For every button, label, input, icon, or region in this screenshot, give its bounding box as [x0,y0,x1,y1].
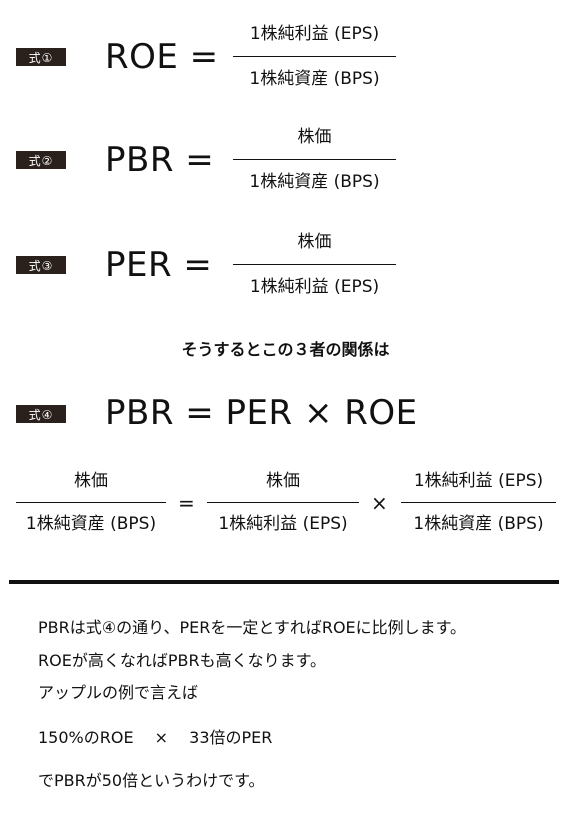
formula-4-frac2-numerator: 株価 [266,471,300,491]
formula-1-lhs: ROE = [105,37,219,77]
fraction-bar [207,502,359,503]
explanation-line-2: ROEが高くなればPBRも高くなります。 [38,651,326,670]
formula-2-denominator: 1株純資産 (BPS) [249,172,380,192]
fraction-bar [16,502,166,503]
example-conclusion: でPBRが50倍というわけです。 [38,771,265,790]
formula-4-fraction-1: 株価 1株純資産 (BPS) [16,470,166,535]
formula-4-expression: PBR = PER × ROE [105,393,418,433]
formula-3-fraction: 株価 1株純利益 (EPS) [233,231,396,298]
equals-sign: = [178,491,195,515]
formula-4-badge: 式④ [16,405,66,423]
fraction-bar [233,159,396,160]
multiply-sign: × [371,491,388,515]
formula-4-frac2-denominator: 1株純利益 (EPS) [218,514,348,534]
formula-4-frac1-denominator: 1株純資産 (BPS) [25,514,157,534]
fraction-bar [233,56,396,57]
example-calculation: 150%のROE × 33倍のPER [38,728,273,747]
formula-2-numerator: 株価 [297,127,332,147]
section-divider [9,580,559,584]
formula-1-badge: 式① [16,48,66,66]
formula-3-lhs: PER = [105,245,213,285]
explanation-line-3: アップルの例で言えば [38,683,199,702]
formula-1-numerator: 1株純利益 (EPS) [249,24,380,44]
formula-4-fraction-2: 株価 1株純利益 (EPS) [207,470,359,535]
explanation-line-1: PBRは式④の通り、PERを一定とすればROEに比例します。 [38,618,467,637]
formula-4-fraction-3: 1株純利益 (EPS) 1株純資産 (BPS) [401,470,556,535]
formula-1-denominator: 1株純資産 (BPS) [249,69,380,89]
formula-4-frac3-numerator: 1株純利益 (EPS) [413,471,544,491]
formula-3-badge: 式③ [16,256,66,274]
formula-2-fraction: 株価 1株純資産 (BPS) [233,126,396,193]
formula-3-denominator: 1株純利益 (EPS) [249,277,380,297]
fraction-bar [233,264,396,265]
formula-3-numerator: 株価 [297,232,332,252]
formula-2-badge: 式② [16,151,66,169]
fraction-bar [401,502,556,503]
formula-1-fraction: 1株純利益 (EPS) 1株純資産 (BPS) [233,23,396,90]
formula-2-lhs: PBR = [105,140,215,180]
formula-4-frac3-denominator: 1株純資産 (BPS) [413,514,544,534]
relation-intro-text: そうするとこの３者の関係は [181,340,390,359]
formula-4-frac1-numerator: 株価 [74,471,108,491]
